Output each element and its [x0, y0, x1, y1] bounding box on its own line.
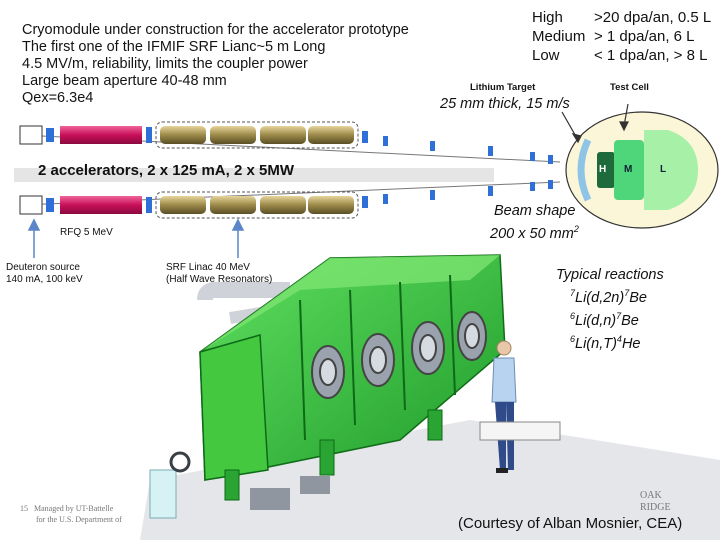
quad-magnet — [488, 186, 493, 196]
quad-magnet — [548, 155, 553, 164]
slide-footer: 15 Managed by UT-Battelle for the U.S. D… — [20, 504, 122, 524]
dose-row-low: Low< 1 dpa/an, > 8 L — [532, 47, 708, 64]
lithium-target-label: Lithium Target — [470, 82, 536, 93]
cavity — [260, 126, 306, 144]
quad-magnet — [530, 182, 535, 191]
accelerator-separator — [14, 168, 494, 182]
zone-medium — [614, 140, 644, 200]
zone-m-label: M — [624, 164, 633, 175]
quad-magnet — [488, 146, 493, 156]
srf-linac-label: SRF Linac 40 MeV (Half Wave Resonators) — [166, 262, 273, 285]
test-cell — [565, 111, 719, 229]
dose-table: High>20 dpa/an, 0.5 L Medium> 1 dpa/an, … — [532, 8, 711, 65]
deuteron-source-lower — [19, 195, 43, 215]
reactions-title: Typical reactions — [556, 267, 664, 283]
zone-low — [644, 130, 698, 210]
cavity — [308, 196, 354, 214]
lithium-target — [577, 138, 592, 202]
courtesy-credit: (Courtesy of Alban Mosnier, CEA) — [458, 515, 683, 532]
zone-high — [597, 152, 615, 188]
intro-line: Large beam aperture 40-48 mm — [22, 73, 227, 89]
label-arrows — [27, 218, 245, 258]
reaction-2: 6Li(d,n)7Be — [570, 310, 639, 329]
cryo-pipe — [197, 282, 290, 301]
zone-l-label: L — [660, 164, 667, 175]
cavity — [308, 126, 354, 144]
intro-line: Qex=6.3e4 — [22, 90, 94, 106]
quad-magnet — [146, 197, 152, 213]
beam-shape-size: 200 x 50 mm2 — [490, 224, 579, 242]
cart — [479, 421, 561, 441]
beamline-equipment — [149, 451, 330, 519]
cavity — [210, 196, 256, 214]
cavity — [160, 196, 206, 214]
intro-line: Cryomodule under construction for the ac… — [22, 22, 409, 38]
intro-line: 4.5 MV/m, reliability, limits the couple… — [22, 56, 308, 72]
quad-magnet — [146, 127, 152, 143]
dose-row-high: High>20 dpa/an, 0.5 L — [532, 9, 712, 26]
typical-reactions: Typical reactions 7Li(d,2n)7Be 6Li(d,n)7… — [556, 266, 664, 352]
quad-magnet — [46, 128, 54, 142]
intro-line: The first one of the IFMIF SRF Lianc~5 m… — [22, 39, 326, 55]
beam-shape-label: Beam shape — [494, 203, 576, 219]
quad-magnet — [383, 194, 388, 204]
dose-row-medium: Medium> 1 dpa/an, 6 L — [532, 28, 695, 45]
quad-magnet — [530, 152, 535, 161]
quad-magnet — [548, 180, 553, 189]
quad-magnet — [430, 141, 435, 151]
quad-magnet — [362, 196, 368, 208]
cryomodule-upper — [155, 121, 359, 149]
rfq-lower — [60, 196, 142, 214]
zone-h-label: H — [599, 164, 607, 175]
reaction-1: 7Li(d,2n)7Be — [570, 288, 647, 306]
cryomodule-lower — [155, 191, 359, 219]
quad-magnet — [46, 198, 54, 212]
cryomodule-3d — [140, 254, 720, 540]
callout-arrows — [561, 103, 629, 144]
lithium-spec: 25 mm thick, 15 m/s — [440, 96, 570, 112]
cavity — [210, 126, 256, 144]
vessel-ribs — [299, 274, 456, 441]
vessel-top — [200, 255, 500, 352]
reaction-3: 6Li(n,T)4He — [570, 333, 641, 352]
cavity-windows — [311, 311, 487, 399]
vessel-end-plate — [199, 334, 269, 481]
ornl-logo: OAK RIDGE — [640, 490, 671, 513]
rfq-upper — [60, 126, 142, 144]
test-cell-label: Test Cell — [610, 82, 649, 93]
page-number: 15 — [20, 504, 28, 513]
deuteron-source-upper — [19, 125, 43, 145]
deuteron-source-label: Deuteron source 140 mA, 100 keV — [6, 262, 83, 285]
quad-magnet — [383, 136, 388, 146]
accelerator-lower — [19, 180, 561, 219]
support-legs — [224, 409, 443, 501]
accelerator-upper — [19, 121, 561, 164]
cavity — [160, 126, 206, 144]
intro-text: Cryomodule under construction for the ac… — [22, 22, 409, 107]
rfq-label: RFQ 5 MeV — [60, 227, 113, 238]
quad-magnet — [362, 131, 368, 143]
cavity — [260, 196, 306, 214]
quad-magnet — [430, 190, 435, 200]
accelerators-title: 2 accelerators, 2 x 125 mA, 2 x 5MW — [38, 162, 294, 179]
